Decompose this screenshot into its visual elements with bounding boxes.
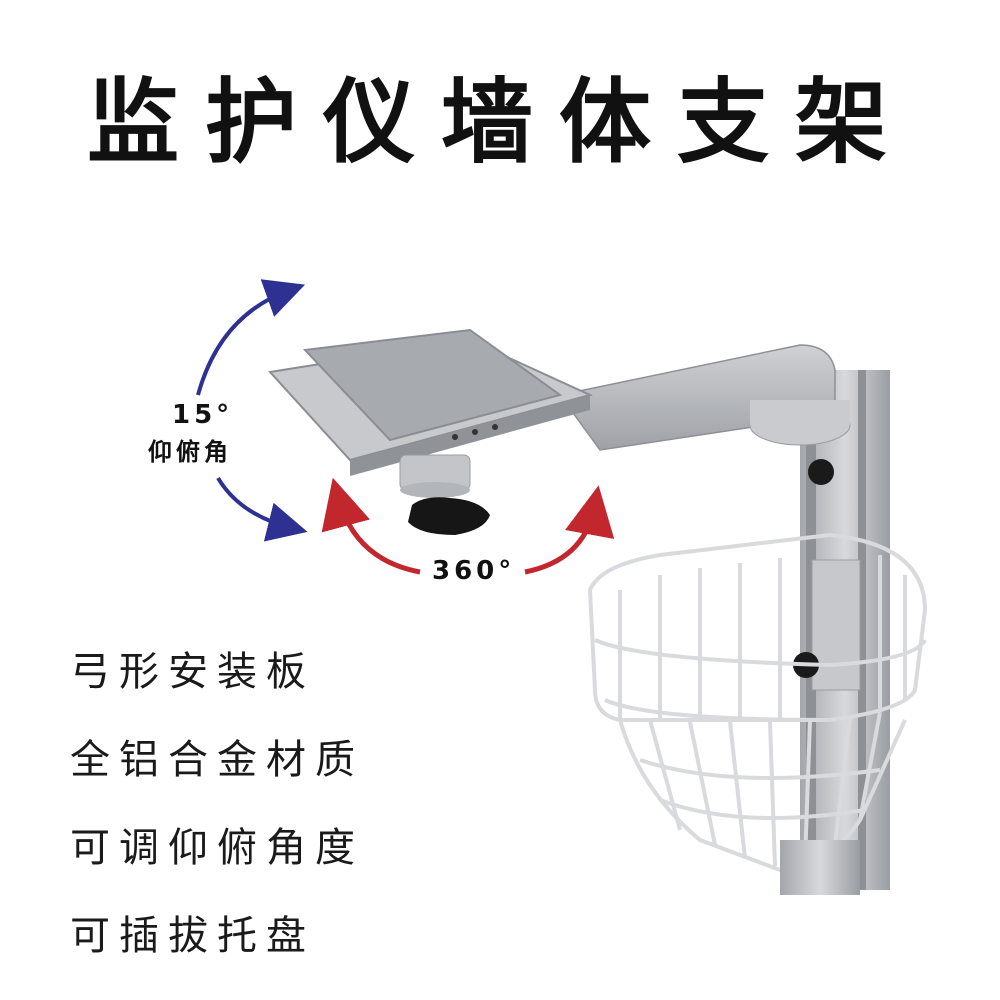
tilt-angle-label: 15° (172, 400, 234, 430)
feature-item: 可调仰俯角度 (70, 825, 364, 871)
feature-item: 全铝合金材质 (70, 737, 364, 783)
feature-item: 可插拔托盘 (70, 913, 315, 959)
tilt-name-label: 仰俯角 (148, 438, 232, 466)
wall-rail (800, 370, 890, 890)
swivel-hub (399, 454, 471, 498)
rotation-angle-label: 360° (432, 556, 516, 586)
page-title: 监护仪墙体支架 (86, 69, 913, 176)
mounting-plate (268, 328, 593, 476)
rail-base (780, 840, 860, 895)
rotation-arrow-right (524, 485, 615, 575)
rotation-arrow-left (321, 477, 421, 575)
tilt-arrow-lower (216, 476, 308, 542)
rail-knob-upper (808, 459, 834, 485)
support-arm (558, 344, 851, 451)
feature-item: 弓形安装板 (70, 649, 315, 695)
wire-basket (587, 532, 928, 873)
feature-list: 弓形安装板 全铝合金材质 可调仰俯角度 可插拔托盘 (70, 628, 364, 980)
tilt-arrow-upper (196, 279, 306, 396)
tilt-lock-knob (408, 497, 490, 535)
